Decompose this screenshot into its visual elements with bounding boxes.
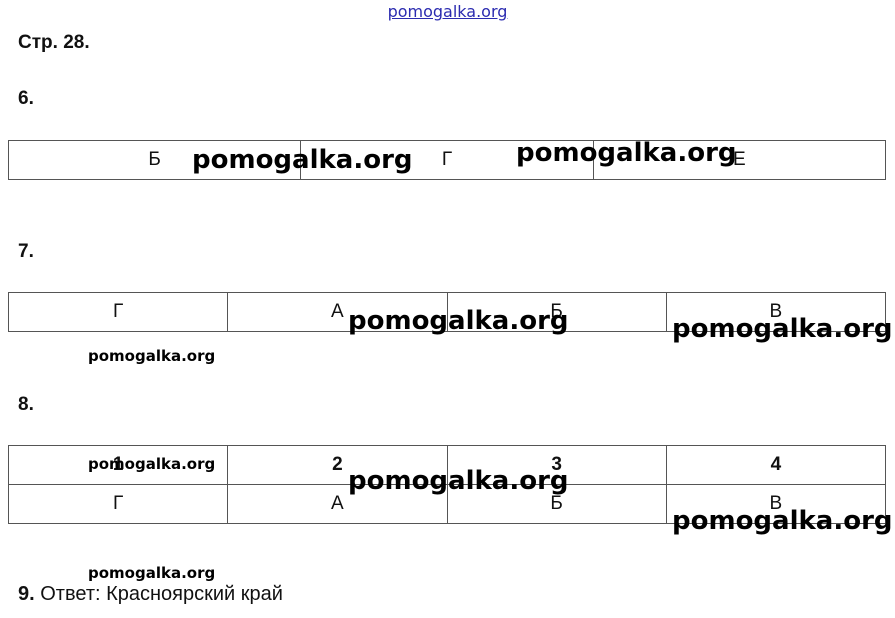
answer-cell: А [227,292,448,332]
answer-cell: Б [446,484,667,524]
table-row: Б Г Е [7,140,887,180]
answer-cell: Б [7,140,302,180]
answer-cell: Г [300,140,594,180]
question-9-number: 9. [18,583,35,605]
question-8-number: 8. [18,394,34,415]
watermark: pomogalka.org [348,306,569,336]
watermark: pomogalka.org [88,347,216,365]
watermark: pomogalka.org [88,455,216,473]
site-link[interactable]: pomogalka.org [387,2,508,21]
header-cell: 4 [665,445,887,485]
watermark: pomogalka.org [672,314,893,344]
answer-cell: Е [592,140,887,180]
question-6-table: Б Г Е [7,140,887,180]
answer-text: Ответ: Красноярский край [40,583,283,605]
answer-cell: А [227,484,448,524]
answer-cell: В [665,292,887,332]
answer-cell: В [665,484,887,524]
page-label: Стр. 28. [18,32,90,53]
question-7-table: Г А Б В [7,292,887,332]
watermark: pomogalka.org [192,145,413,175]
answer-cell: Г [7,292,229,332]
question-6-number: 6. [18,88,34,109]
watermark: pomogalka.org [672,506,893,536]
watermark: pomogalka.org [88,564,216,582]
watermark: pomogalka.org [516,138,737,168]
question-8-table: 1 2 3 4 Г А Б В [7,445,887,524]
table-row: Г А Б В [7,292,887,332]
watermark: pomogalka.org [348,466,569,496]
table-row: Г А Б В [7,484,887,524]
answer-cell: Б [446,292,667,332]
question-7-number: 7. [18,241,34,262]
answer-cell: Г [7,484,229,524]
question-9-answer: 9. Ответ: Красноярский край [18,583,283,606]
